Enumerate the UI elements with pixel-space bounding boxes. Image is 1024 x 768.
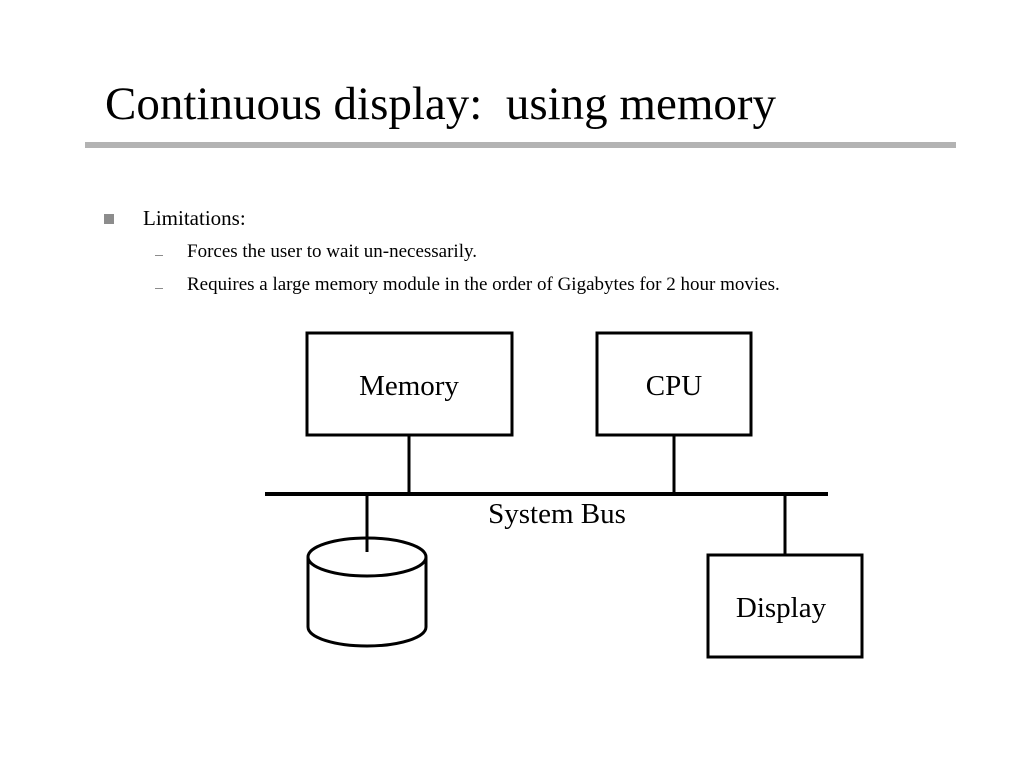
sub-bullet-memory: Requires a large memory module in the or… (187, 274, 780, 295)
title-divider (85, 142, 956, 148)
system-bus-label: System Bus (488, 498, 626, 530)
dash-bullet-icon (155, 255, 163, 256)
dash-bullet-icon (155, 288, 163, 289)
display-box (706, 553, 864, 659)
square-bullet-icon (104, 214, 114, 224)
cpu-label: CPU (646, 370, 702, 402)
memory-box (305, 331, 514, 437)
disk-cylinder-icon (306, 530, 428, 648)
display-label: Display (736, 592, 827, 624)
memory-label: Memory (359, 370, 459, 402)
sub-bullet-wait: Forces the user to wait un-necessarily. (187, 241, 478, 262)
cpu-box (595, 331, 753, 437)
bullet-limitations: Limitations: (143, 206, 246, 230)
slide-title: Continuous display: using memory (105, 78, 777, 130)
